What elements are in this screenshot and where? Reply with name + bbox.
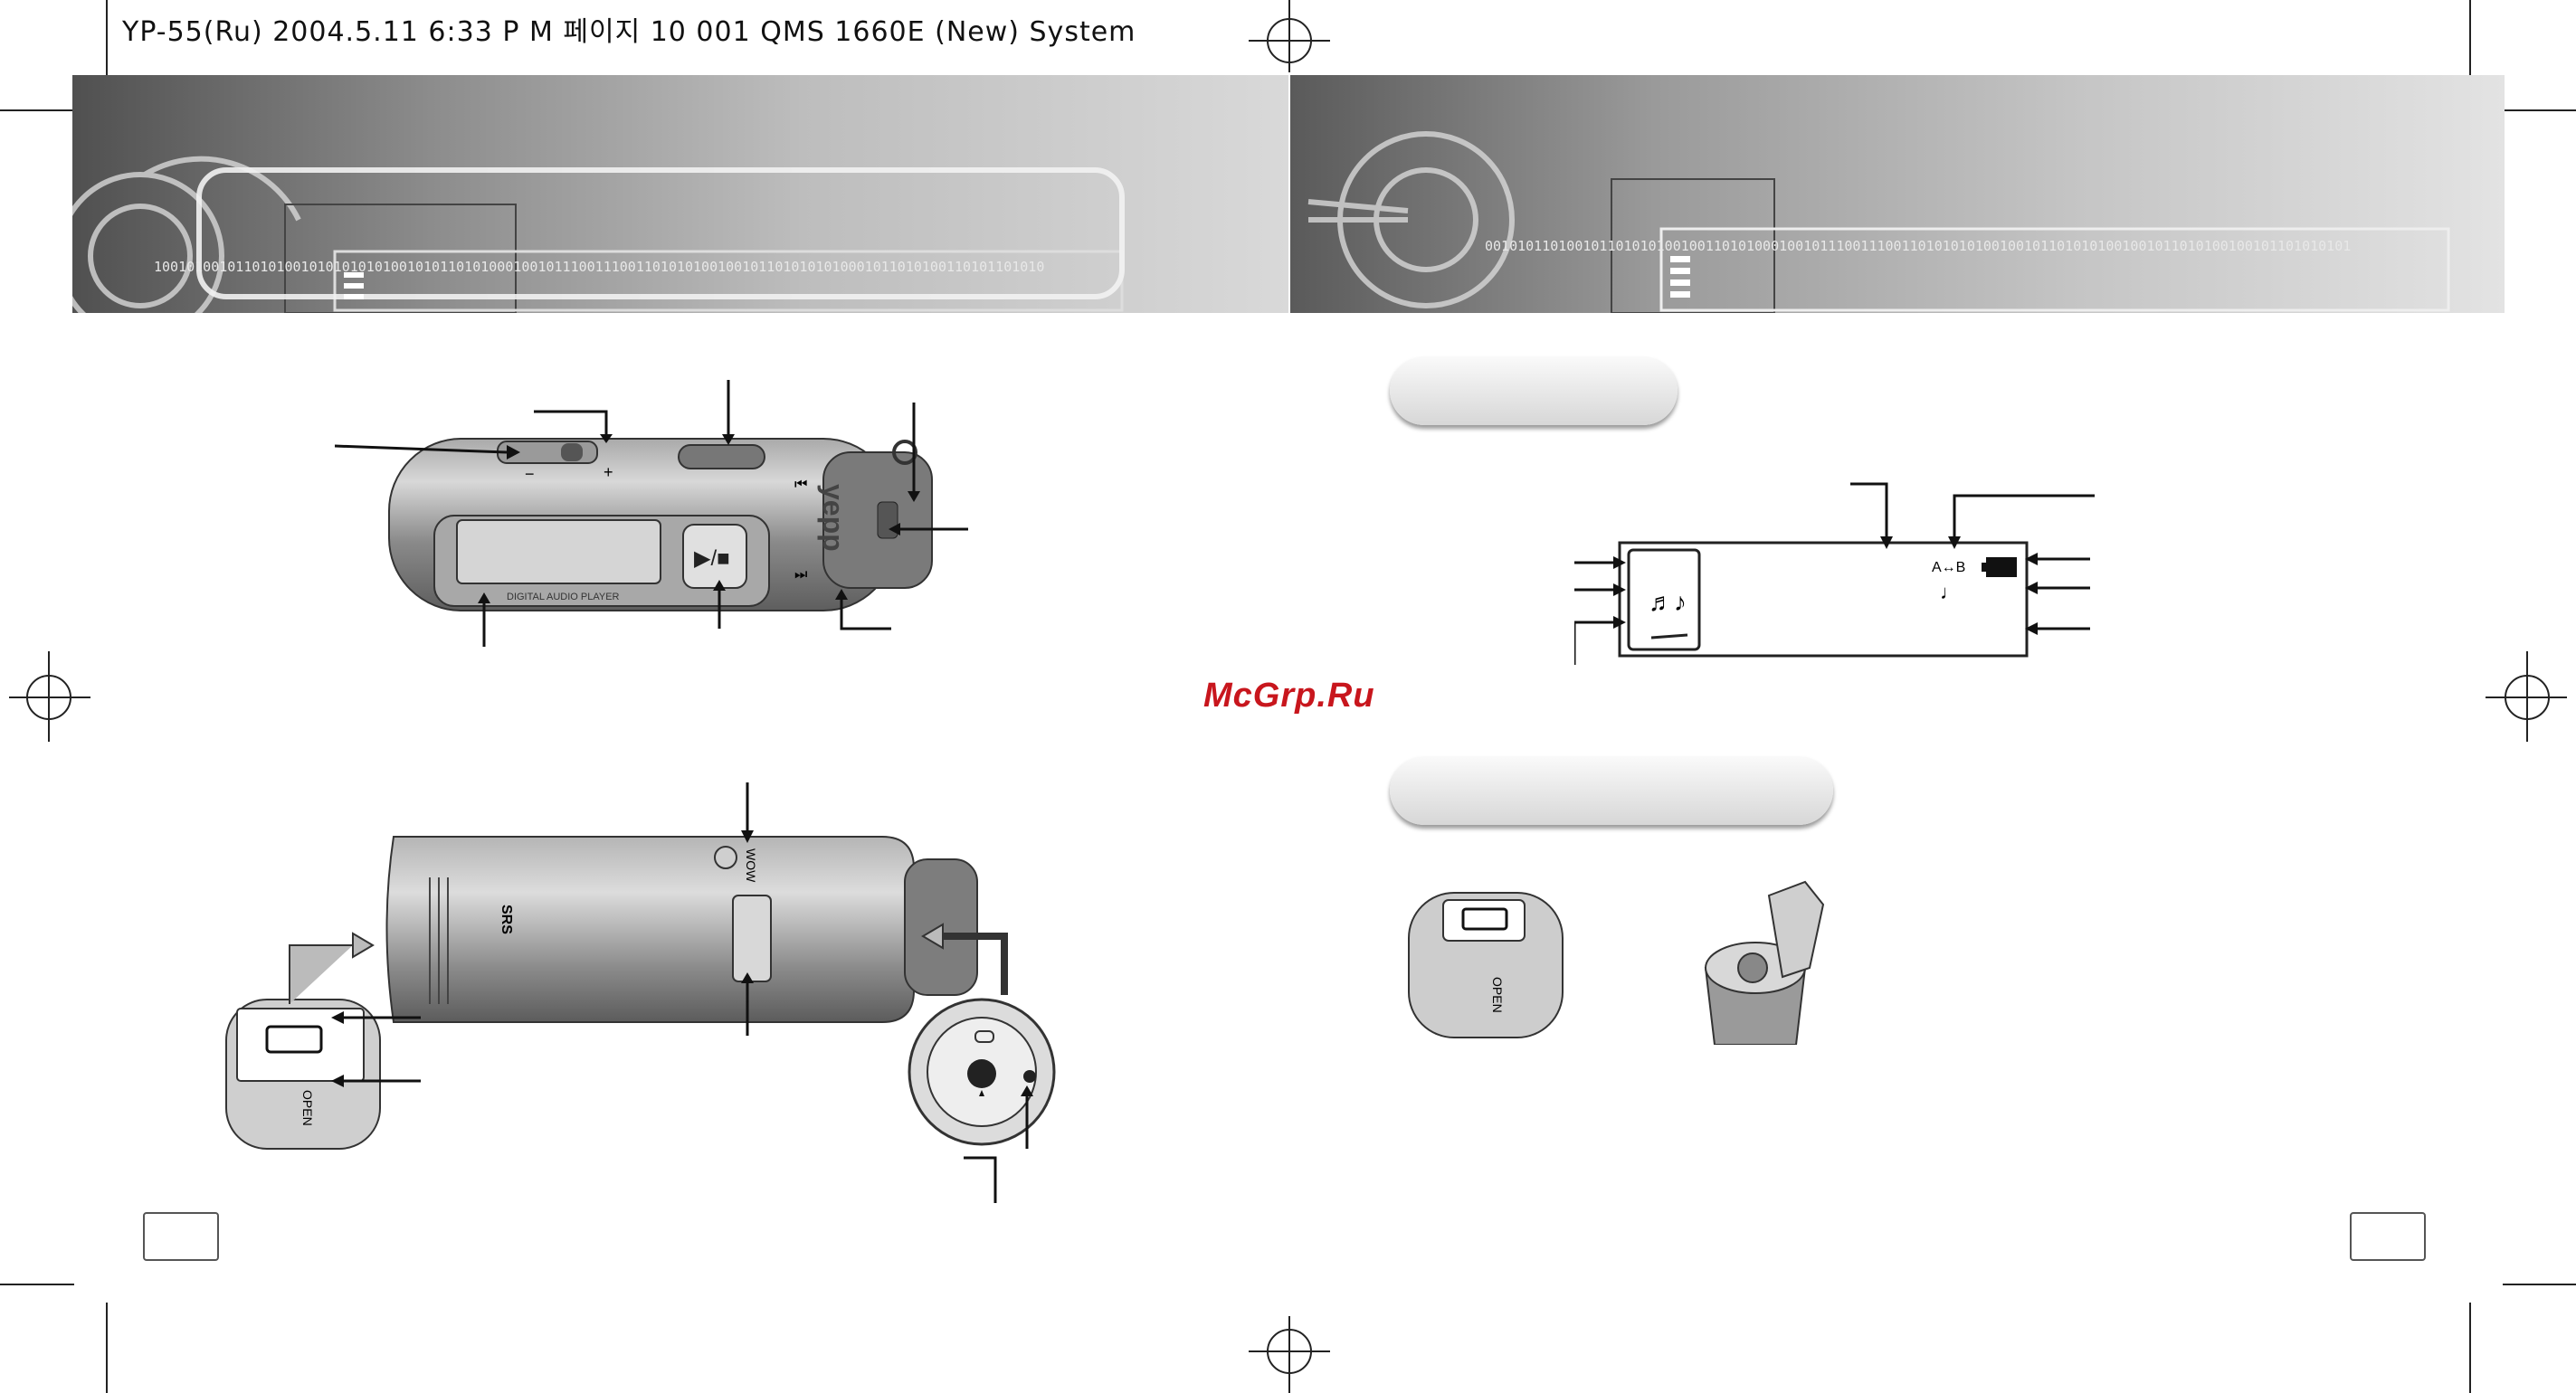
section-pill-display (1390, 356, 1678, 425)
prev-icon[interactable]: ⏮ (794, 477, 807, 492)
play-stop-glyph: ▶/■ (694, 546, 730, 571)
next-icon[interactable]: ⏭ (794, 567, 807, 583)
usb-cover-closed-inset: OPEN (1408, 892, 1564, 1038)
volume-minus-label: − (525, 465, 535, 483)
volume-plus-label: + (604, 463, 613, 481)
lcd-frame (1618, 541, 2029, 658)
wow-button[interactable] (714, 846, 737, 869)
open-label-inset: OPEN (1490, 977, 1505, 1013)
device-front-view: DIGITAL AUDIO PLAYER ▶/■ − + ⏮ ⏭ yepp (335, 380, 968, 647)
power-button[interactable] (678, 444, 765, 469)
right-page-banner: 0010101101001011010101001001101010001001… (1290, 75, 2505, 313)
mic-hole (1023, 1070, 1036, 1083)
lcd-mode-box (1627, 548, 1701, 651)
banner-graphic-right (1307, 131, 2450, 313)
battery-cover-latch[interactable] (732, 895, 772, 982)
ab-repeat-indicator: A↔B (1932, 560, 1965, 575)
note-icon: ♩ (1940, 581, 1960, 603)
wow-label: WOW (744, 848, 758, 883)
volume-knob[interactable] (561, 443, 583, 461)
section-pill-parts (1390, 756, 1833, 825)
brand-logo: yepp (817, 484, 850, 552)
progress-indicator (1650, 633, 1688, 640)
print-slug-header: YP-55(Ru) 2004.5.11 6:33 P M 페이지 10 001 … (122, 16, 1136, 48)
binary-stripe-left: 1001010010110101001010101010100101011010… (154, 259, 1045, 275)
display-caption: DIGITAL AUDIO PLAYER (507, 592, 620, 602)
open-label: OPEN (300, 1090, 315, 1126)
battery-icon (1986, 557, 2017, 577)
banner-graphic (72, 156, 1125, 313)
page-number-tab-left (143, 1212, 219, 1261)
strap-ring (892, 440, 917, 465)
lcd-window (456, 519, 661, 584)
watermark: McGrp.Ru (1203, 677, 1375, 715)
page-number-tab-right (2350, 1212, 2426, 1261)
lcd-display-diagram: ♬♪ A↔B ♩ (1574, 482, 2095, 665)
srs-logo: SRS (499, 905, 514, 934)
device-back-body (385, 836, 915, 1023)
usb-port[interactable] (265, 1025, 323, 1054)
earphone-jack[interactable] (967, 1059, 996, 1088)
hold-switch[interactable] (877, 501, 898, 539)
music-notes-icon: ♬♪ (1649, 588, 1687, 616)
cover-open-illustration (1704, 880, 1825, 1045)
left-page-banner: 1001010010110101001010101010100101011010… (72, 75, 1288, 313)
binary-stripe-right: 0010101101001011010101001001101010001001… (1485, 238, 2352, 254)
device-back-view: WOW SRS OPEN (225, 782, 1056, 1203)
